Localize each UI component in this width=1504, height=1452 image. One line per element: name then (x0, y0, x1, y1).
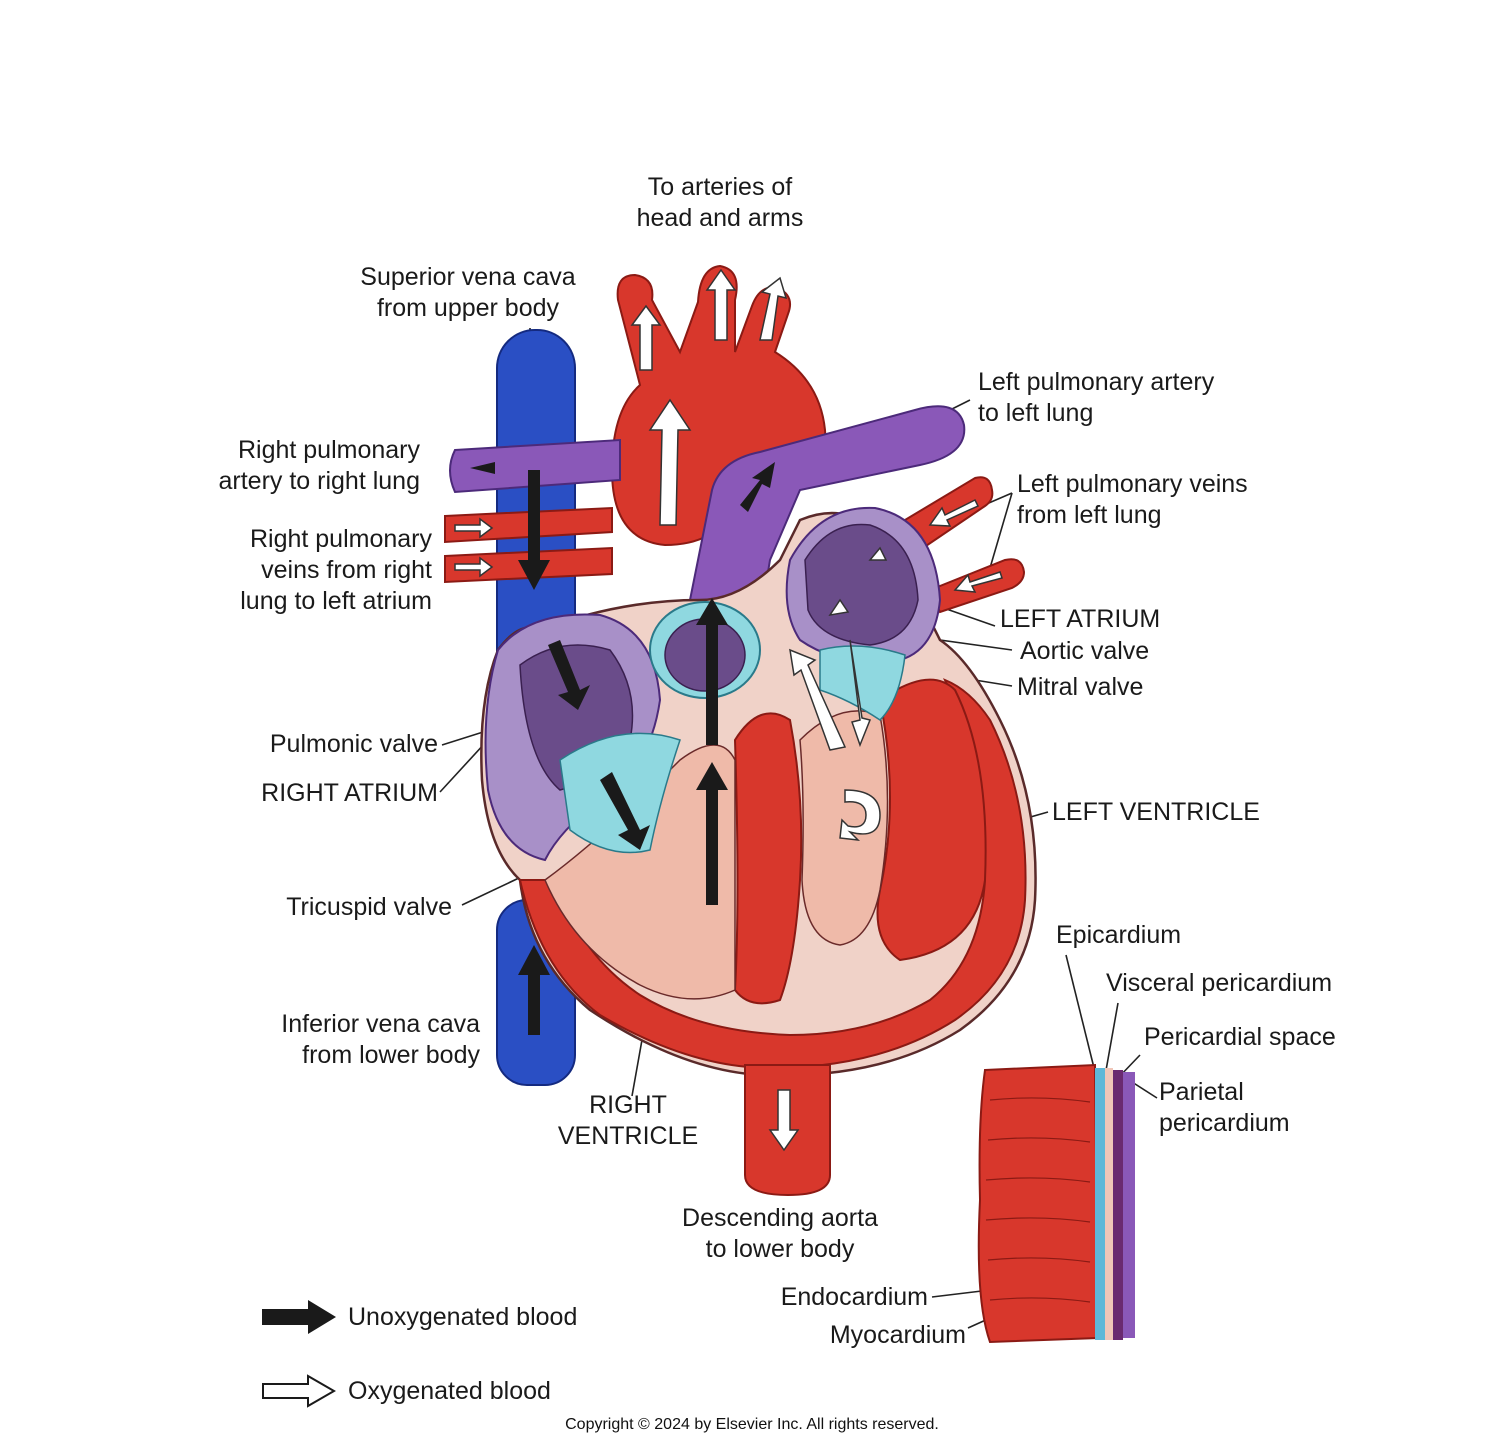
pulmonary-trunk (688, 405, 966, 622)
label-left-pulmonary-veins: Left pulmonary veins from left lung (1017, 470, 1248, 529)
label-to-arteries: To arteries of head and arms (636, 173, 804, 232)
label-right-pulmonary-artery: Right pulmonary artery to right lung (218, 436, 421, 495)
legend-unoxygenated: Unoxygenated blood (262, 1300, 577, 1334)
label-right-pulmonary-veins: Right pulmonary veins from right lung to… (240, 525, 432, 615)
label-right-atrium: RIGHT ATRIUM (261, 779, 438, 807)
label-left-atrium: LEFT ATRIUM (1000, 605, 1161, 633)
label-endocardium: Endocardium (780, 1283, 928, 1311)
oxygenated-arrows (454, 268, 1003, 1152)
label-inferior-vena-cava: Inferior vena cava from lower body (281, 1010, 480, 1069)
label-left-ventricle: LEFT VENTRICLE (1052, 798, 1260, 826)
legend-oxygenated: Oxygenated blood (262, 1374, 551, 1408)
right-pulmonary-artery (449, 438, 621, 494)
label-parietal-pericardium: Parietal pericardium (1159, 1078, 1290, 1137)
label-descending-aorta: Descending aorta to lower body (682, 1204, 878, 1263)
label-tricuspid-valve: Tricuspid valve (286, 893, 452, 921)
black-arrow-icon (262, 1300, 336, 1334)
legend-oxygenated-label: Oxygenated blood (348, 1376, 551, 1405)
wall-section (977, 1063, 1135, 1344)
label-pericardial-space: Pericardial space (1144, 1023, 1336, 1051)
label-pulmonic-valve: Pulmonic valve (269, 730, 438, 758)
white-arrow-icon (262, 1374, 336, 1408)
unoxygenated-arrows (470, 462, 775, 1035)
label-left-pulmonary-artery: Left pulmonary artery to left lung (978, 368, 1215, 427)
label-right-ventricle: RIGHT VENTRICLE (557, 1091, 699, 1150)
legend-unoxygenated-label: Unoxygenated blood (348, 1302, 578, 1331)
copyright-notice: Copyright © 2024 by Elsevier Inc. All ri… (565, 1416, 939, 1433)
label-epicardium: Epicardium (1056, 921, 1182, 949)
label-visceral-pericardium: Visceral pericardium (1106, 969, 1333, 997)
label-mitral-valve: Mitral valve (1017, 673, 1144, 701)
label-myocardium: Myocardium (829, 1321, 966, 1349)
label-superior-vena-cava: Superior vena cava from upper body (360, 263, 576, 322)
label-aortic-valve: Aortic valve (1020, 637, 1150, 665)
